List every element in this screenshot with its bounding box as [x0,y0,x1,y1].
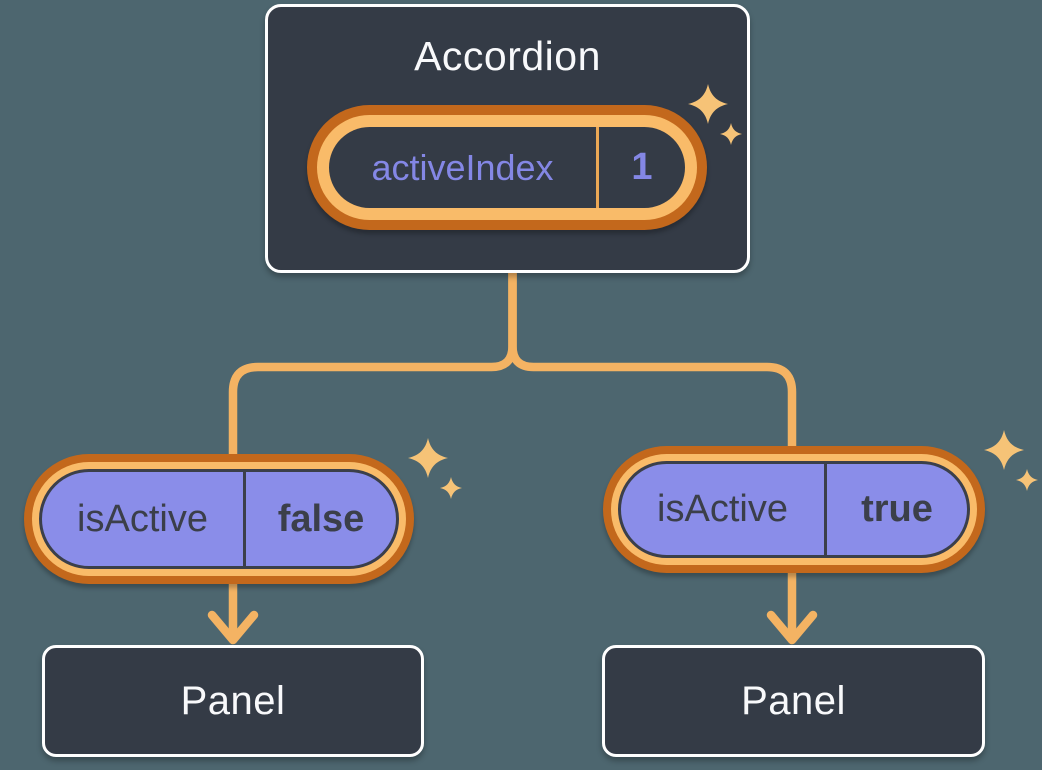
accordion-node: Accordion activeIndex 1 [265,4,750,273]
panel-title: Panel [180,678,286,723]
arrow-down-icon [766,610,818,645]
prop-pill-inner-ring: isActive true [611,454,977,565]
branch-right-line [508,267,797,642]
state-pill-core: activeIndex 1 [329,127,685,208]
prop-name: isActive [77,497,208,540]
prop-pill-right: isActive true [603,446,985,573]
sparkles-icon [984,430,1038,491]
prop-pill-core: isActive true [618,461,970,558]
prop-value: true [861,488,933,530]
panel-node-right: Panel [602,645,985,757]
prop-pill-inner-ring: isActive false [32,462,406,576]
pill-divider [596,127,599,208]
arrow-down-icon [207,610,259,645]
pill-divider [243,472,246,566]
state-pill: activeIndex 1 [307,105,707,230]
state-value: 1 [631,146,653,188]
state-name: activeIndex [371,146,554,188]
prop-value: false [277,497,365,540]
panel-title: Panel [741,678,846,723]
sparkles-icon [688,84,742,145]
prop-name: isActive [657,488,788,530]
panel-node-left: Panel [42,645,424,757]
prop-pill-core: isActive false [39,469,399,569]
state-pill-inner-ring: activeIndex 1 [317,115,697,220]
accordion-title: Accordion [414,33,601,79]
prop-pill-left: isActive false [24,454,414,584]
sparkles-icon [408,438,462,499]
pill-divider [824,464,827,555]
